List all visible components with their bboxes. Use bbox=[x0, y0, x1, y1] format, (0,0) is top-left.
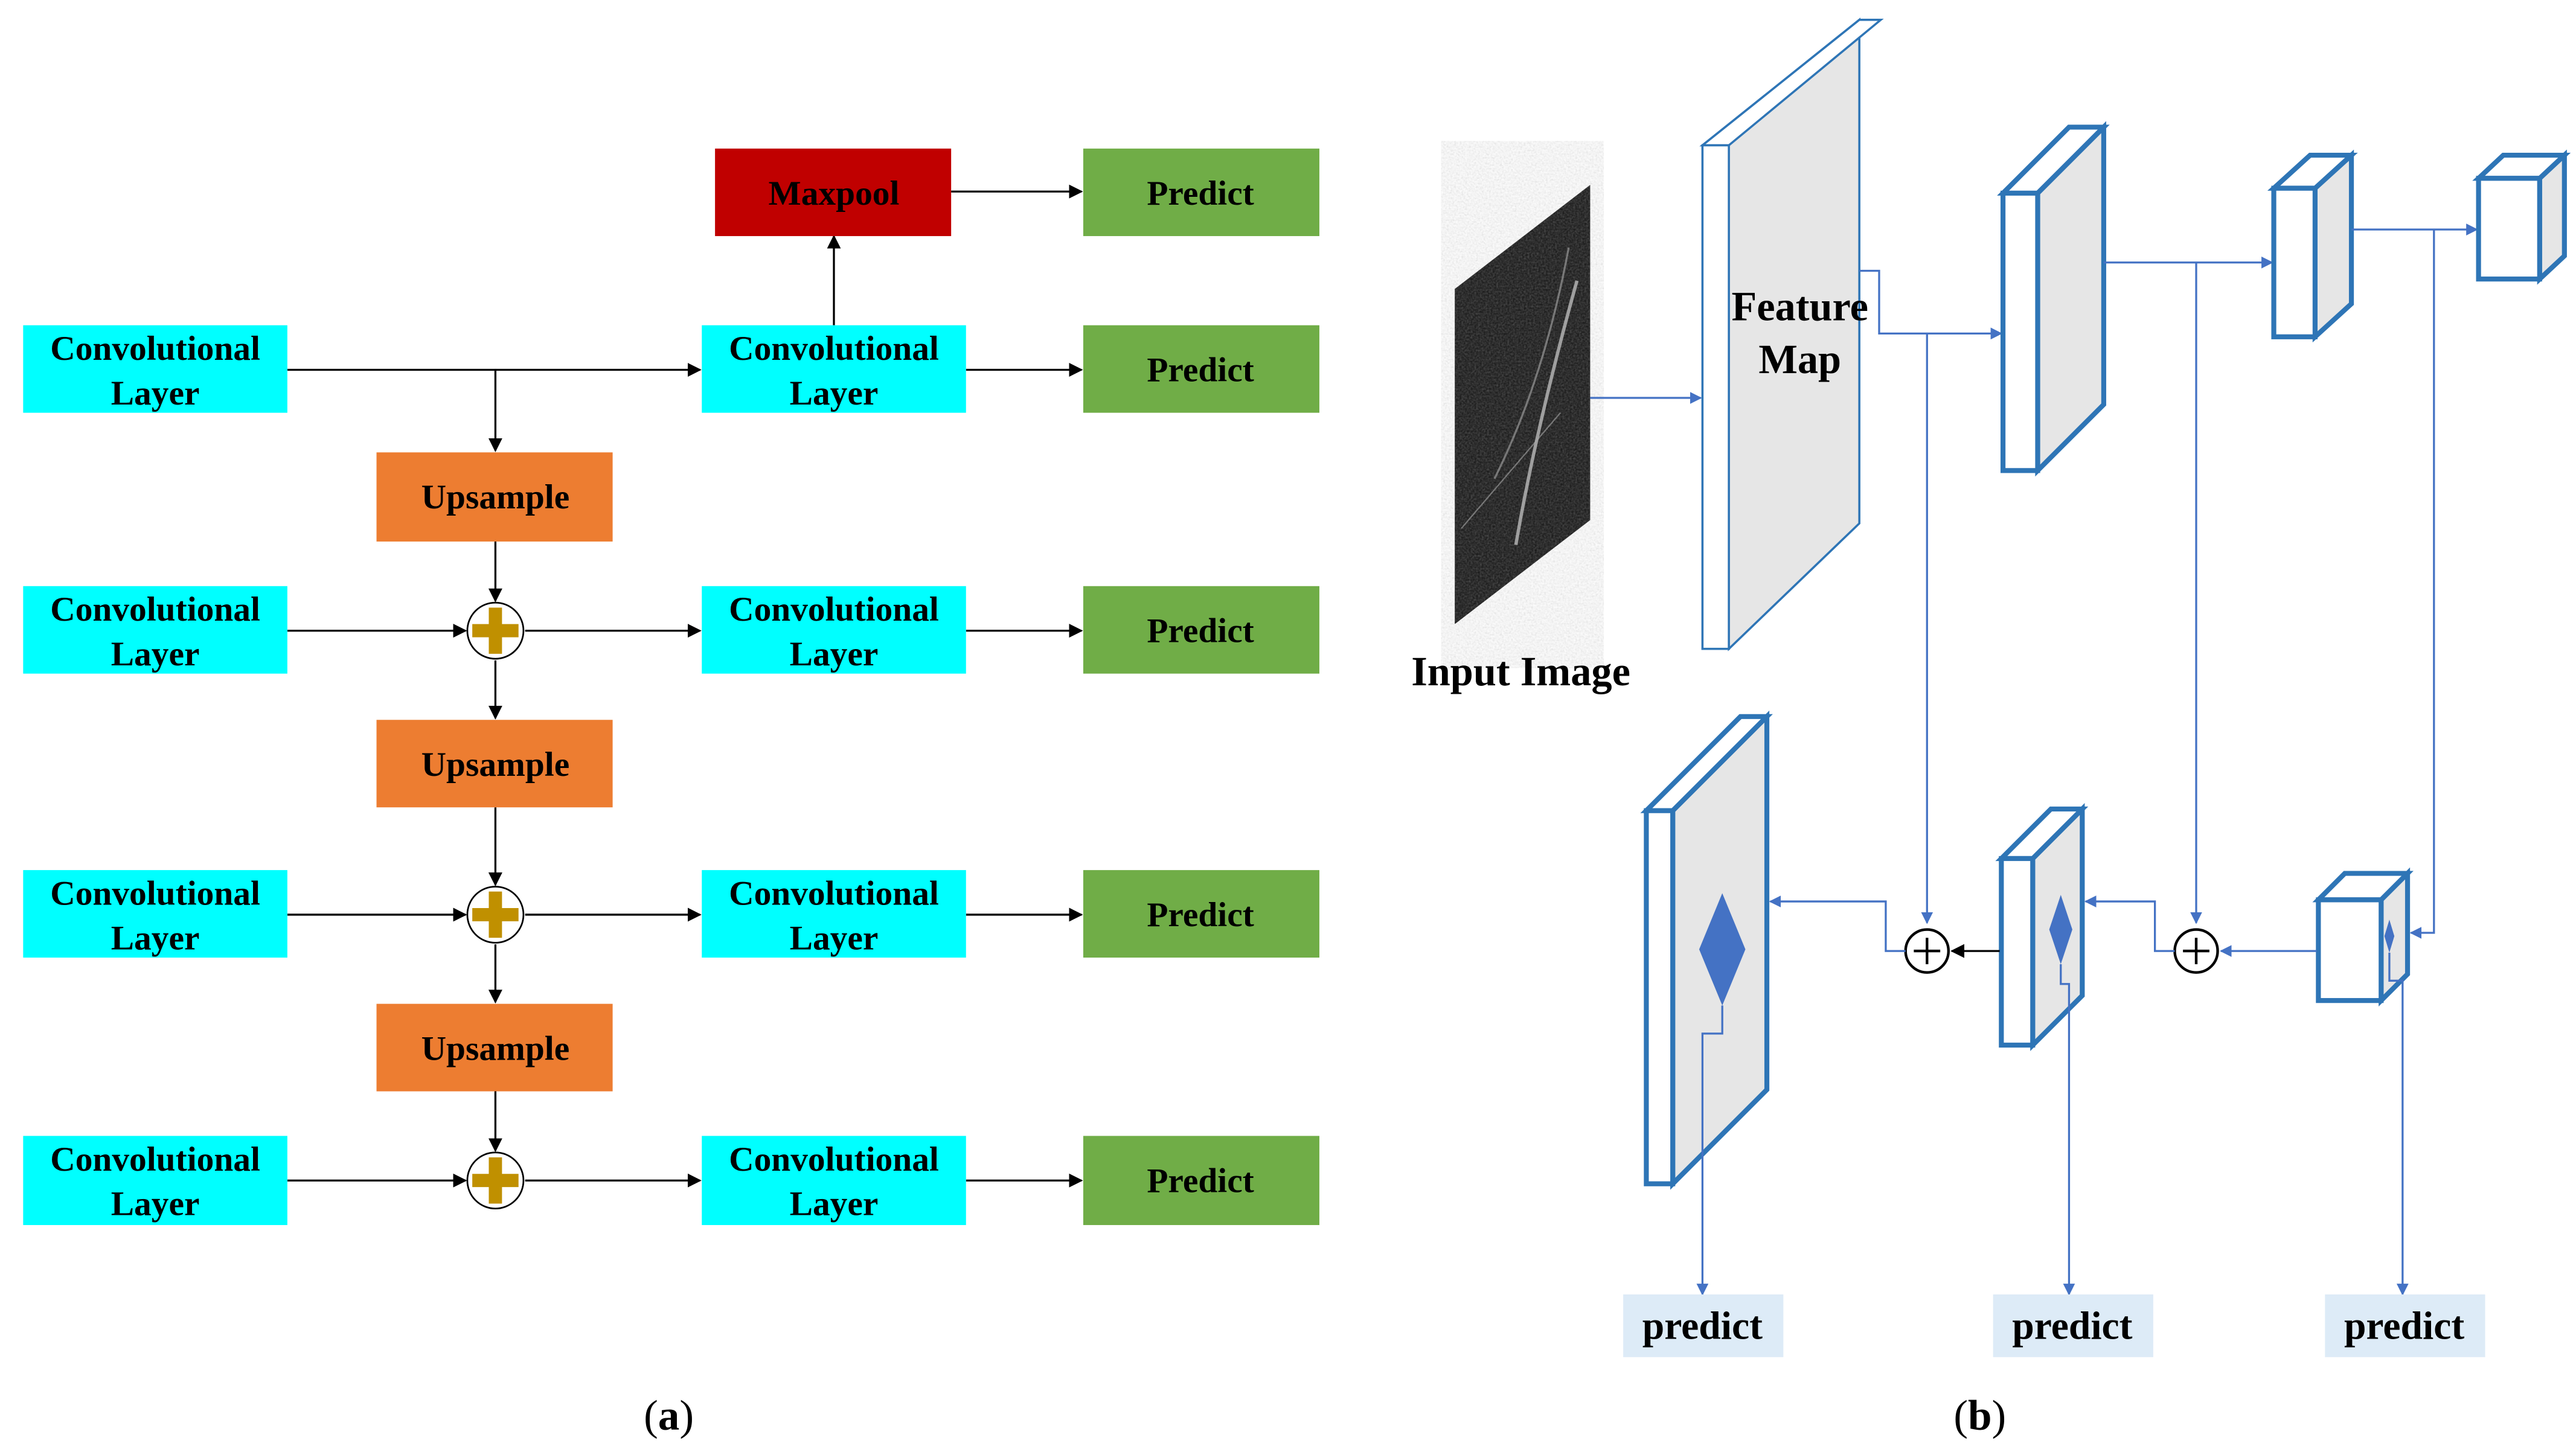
arrow-feature-map-to-block2 bbox=[1859, 269, 2003, 340]
panel-a-connectors bbox=[287, 184, 1083, 1188]
conv-label-line2: Layer bbox=[111, 1185, 200, 1223]
conv-layer-input-4 bbox=[23, 1136, 287, 1226]
upsample-box-3 bbox=[376, 1003, 613, 1092]
predict-box-row2 bbox=[1083, 586, 1319, 674]
arrow-block3-to-predict bbox=[2388, 952, 2409, 1296]
conv-label-line1: Convolutional bbox=[50, 590, 260, 629]
upsample-label-1: Upsample bbox=[421, 478, 570, 516]
conv-label-line1: Convolutional bbox=[50, 330, 260, 368]
upsample-label-3: Upsample bbox=[421, 1030, 570, 1068]
upsample-label-2: Upsample bbox=[421, 746, 570, 784]
conv-label-line1: Convolutional bbox=[50, 1141, 260, 1179]
arrow-block1-to-predict bbox=[1696, 1005, 1723, 1296]
conv-label-line1: Convolutional bbox=[50, 875, 260, 913]
predict-label-row4: Predict bbox=[1147, 1162, 1254, 1200]
arrow-sum2-to-bottom-block2 bbox=[2084, 895, 2175, 952]
upsample-box-1 bbox=[376, 452, 613, 542]
feature-map-block bbox=[1699, 18, 1884, 651]
sum-circle-2 bbox=[2173, 928, 2219, 974]
caption-a: (a) bbox=[644, 1392, 694, 1439]
conv-layer-output-3 bbox=[702, 870, 966, 958]
predict-box-b-3 bbox=[2325, 1294, 2485, 1357]
maxpool-box bbox=[715, 149, 952, 237]
bottom-block-3 bbox=[2312, 867, 2414, 1007]
predict-box-row4 bbox=[1083, 1136, 1319, 1226]
conv-label-line2: Layer bbox=[790, 1185, 879, 1223]
lateral-connector-3 bbox=[2409, 229, 2435, 939]
input-image-label: Input Image bbox=[1411, 648, 1630, 694]
upsample-box-2 bbox=[376, 720, 613, 808]
conv-label-line2: Layer bbox=[790, 635, 879, 673]
conv-layer-output-4 bbox=[702, 1136, 966, 1226]
top-block-2 bbox=[1997, 121, 2110, 477]
conv-label-line1: Convolutional bbox=[729, 1141, 939, 1179]
conv-label-line1: Convolutional bbox=[729, 590, 939, 629]
predict-label-b-2: predict bbox=[2012, 1305, 2132, 1348]
sum-circle-1 bbox=[1904, 928, 1950, 974]
diamond-icon bbox=[2384, 920, 2395, 953]
conv-layer-output-2 bbox=[702, 586, 966, 674]
predict-box-top bbox=[1083, 149, 1319, 237]
conv-layer-output-1 bbox=[702, 325, 966, 413]
plus-circle-1 bbox=[466, 601, 525, 660]
conv-label-line2: Layer bbox=[111, 635, 200, 673]
predict-box-b-1 bbox=[1623, 1294, 1784, 1357]
conv-label-line2: Layer bbox=[111, 374, 200, 412]
arrow-sum1-to-bottom-block1 bbox=[1769, 895, 1906, 952]
arrow-block2-to-predict bbox=[2060, 964, 2075, 1296]
predict-label-row2: Predict bbox=[1147, 612, 1254, 650]
predict-box-row3 bbox=[1083, 870, 1319, 958]
top-block-3 bbox=[2267, 149, 2358, 343]
panel-b: Input Image Feature Map bbox=[1411, 18, 2571, 1439]
predict-box-b-2 bbox=[1993, 1294, 2153, 1357]
caption-b: (b) bbox=[1953, 1392, 2006, 1439]
conv-label-line1: Convolutional bbox=[729, 330, 939, 368]
predict-label-b-1: predict bbox=[1642, 1305, 1763, 1348]
conv-layer-input-1 bbox=[23, 325, 287, 413]
feature-map-label-line2: Map bbox=[1758, 336, 1841, 382]
conv-label-line2: Layer bbox=[790, 374, 879, 412]
conv-label-line1: Convolutional bbox=[729, 875, 939, 913]
conv-layer-input-2 bbox=[23, 586, 287, 674]
input-image bbox=[1455, 185, 1591, 624]
top-block-4 bbox=[2472, 149, 2571, 285]
predict-box-row1 bbox=[1083, 325, 1319, 413]
predict-label-b-3: predict bbox=[2344, 1305, 2464, 1348]
conv-layer-input-3 bbox=[23, 870, 287, 958]
panel-a: Maxpool Predict Convolutional Layer Conv… bbox=[23, 149, 1319, 1439]
predict-label-row1: Predict bbox=[1147, 351, 1254, 389]
predict-label-top: Predict bbox=[1147, 174, 1254, 213]
conv-label-line2: Layer bbox=[790, 919, 879, 957]
predict-label-row3: Predict bbox=[1147, 896, 1254, 934]
conv-label-line2: Layer bbox=[111, 919, 200, 957]
plus-circle-3 bbox=[466, 1151, 525, 1210]
maxpool-label: Maxpool bbox=[769, 174, 900, 213]
diamond-icon bbox=[1699, 893, 1746, 1006]
feature-map-label-line1: Feature bbox=[1731, 284, 1868, 330]
plus-circle-2 bbox=[466, 886, 525, 944]
